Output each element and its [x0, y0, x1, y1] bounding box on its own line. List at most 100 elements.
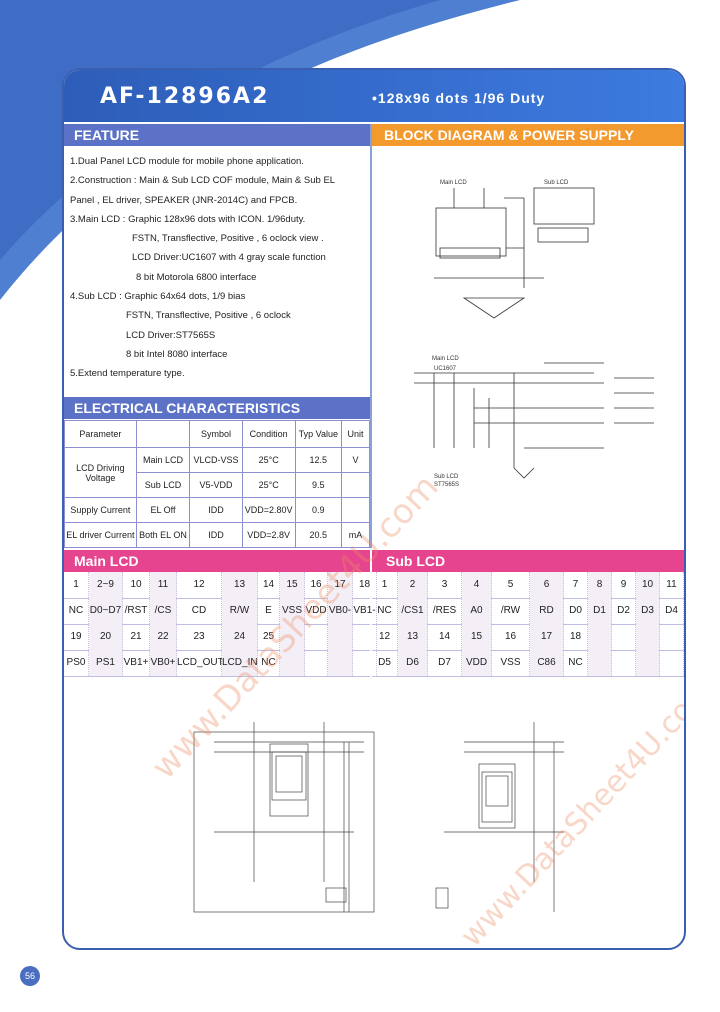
- sub-lcd-pin-name: [636, 650, 660, 676]
- sub-lcd-pin-number: 12: [372, 624, 398, 650]
- main-lcd-pin-name: VB0+: [150, 650, 177, 676]
- ec-typ: 20.5: [294, 522, 343, 548]
- sub-lcd-pin-number: 8: [588, 572, 612, 598]
- sub-lcd-pin-name: D5: [372, 650, 398, 676]
- sub-lcd-pin-name: [660, 650, 684, 676]
- sub-lcd-pin-number: 1: [372, 572, 398, 598]
- main-lcd-pin-name: /CS: [150, 598, 177, 624]
- ec-header: Unit: [341, 420, 370, 448]
- block-diagram-drawing: Main LCD Sub LCD Main LCD UC1607 Sub LCD…: [414, 180, 654, 488]
- block-label-st7565: ST7565S: [434, 482, 459, 488]
- sub-lcd-pin-name: /CS1: [398, 598, 428, 624]
- ec-header: [135, 420, 191, 448]
- main-lcd-pin-name: VB1-: [353, 598, 377, 624]
- sub-lcd-pin-number: [612, 624, 636, 650]
- main-lcd-pin-name: VSS: [280, 598, 305, 624]
- ec-symbol: IDD: [189, 522, 243, 548]
- ec-header: Parameter: [64, 420, 137, 448]
- main-lcd-pin-name: [280, 650, 305, 676]
- sub-lcd-pin-number: 15: [462, 624, 492, 650]
- sub-lcd-pin-name: NC: [564, 650, 588, 676]
- ec-condition: VDD=2.80V: [241, 497, 296, 523]
- main-lcd-pin-number: 10: [123, 572, 150, 598]
- main-lcd-pin-name: PS0: [64, 650, 89, 676]
- main-lcd-pin-number: 25: [258, 624, 280, 650]
- ec-typ: 9.5: [294, 472, 343, 498]
- sub-lcd-pin-number: [588, 624, 612, 650]
- feature-line: 8 bit Motorola 6800 interface: [136, 271, 257, 283]
- feature-line: LCD Driver:UC1607 with 4 gray scale func…: [132, 252, 326, 264]
- main-lcd-pin-number: 2~9: [89, 572, 123, 598]
- main-lcd-pin-number: 18: [353, 572, 377, 598]
- electrical-heading: ELECTRICAL CHARACTERISTICS: [64, 397, 370, 419]
- ec-typ: 12.5: [294, 447, 343, 473]
- product-title: AF-12896A2: [100, 84, 270, 109]
- main-lcd-pin-name: D0~D7: [89, 598, 123, 624]
- ec-header: Symbol: [189, 420, 243, 448]
- main-lcd-pin-name: R/W: [222, 598, 258, 624]
- feature-line: 3.Main LCD : Graphic 128x96 dots with IC…: [70, 213, 306, 225]
- main-lcd-pin-number: [280, 624, 305, 650]
- main-lcd-pin-name: E: [258, 598, 280, 624]
- block-label-uc1607: UC1607: [434, 366, 457, 372]
- mechanical-drawing: [193, 722, 564, 913]
- block-label-main2: Main LCD: [432, 356, 459, 362]
- title-header: AF-12896A2 •128x96 dots 1/96 Duty: [64, 70, 684, 122]
- ec-sub: Both EL ON: [135, 522, 191, 548]
- sub-lcd-pin-name: [588, 650, 612, 676]
- feature-list: 1.Dual Panel LCD module for mobile phone…: [70, 152, 368, 384]
- ec-condition: 25°C: [241, 472, 296, 498]
- sub-lcd-pin-name: D3: [636, 598, 660, 624]
- feature-line: 1.Dual Panel LCD module for mobile phone…: [70, 156, 304, 167]
- main-lcd-pin-number: 21: [123, 624, 150, 650]
- main-lcd-pin-number: 19: [64, 624, 89, 650]
- main-lcd-pin-number: 16: [305, 572, 328, 598]
- main-lcd-pin-name: VB1+: [123, 650, 150, 676]
- ec-unit: V: [341, 447, 370, 473]
- sub-lcd-pin-name: D0: [564, 598, 588, 624]
- main-lcd-pin-name: NC: [64, 598, 89, 624]
- ec-sub: EL Off: [135, 497, 191, 523]
- sub-lcd-pin-name: VSS: [492, 650, 530, 676]
- ec-param: Supply Current: [64, 497, 137, 523]
- product-subtitle: •128x96 dots 1/96 Duty: [372, 90, 546, 106]
- sub-lcd-pin-name: D7: [428, 650, 462, 676]
- main-lcd-pin-name: /RST: [123, 598, 150, 624]
- main-lcd-pin-name: LCD_IN: [222, 650, 258, 676]
- ec-unit: mA: [341, 522, 370, 548]
- main-lcd-pin-name: [328, 650, 353, 676]
- sub-lcd-pin-number: 3: [428, 572, 462, 598]
- main-lcd-pin-number: 22: [150, 624, 177, 650]
- sub-lcd-pin-name: /RW: [492, 598, 530, 624]
- sub-lcd-pin-number: 7: [564, 572, 588, 598]
- column-divider: [370, 124, 372, 548]
- sub-lcd-pin-name: D4: [660, 598, 684, 624]
- sub-lcd-pin-number: 14: [428, 624, 462, 650]
- main-lcd-pin-name: VDD: [305, 598, 328, 624]
- main-lcd-pin-number: 12: [177, 572, 222, 598]
- ec-symbol: IDD: [189, 497, 243, 523]
- sub-lcd-pin-number: [636, 624, 660, 650]
- page-number: 56: [20, 966, 40, 986]
- sub-lcd-pin-name: RD: [530, 598, 564, 624]
- main-lcd-pin-number: 11: [150, 572, 177, 598]
- main-lcd-pin-number: 15: [280, 572, 305, 598]
- ec-unit: [341, 472, 370, 498]
- sub-lcd-pin-name: A0: [462, 598, 492, 624]
- feature-line: 2.Construction : Main & Sub LCD COF modu…: [70, 175, 336, 187]
- sub-lcd-pin-number: 10: [636, 572, 660, 598]
- block-label-sub: Sub LCD: [544, 180, 569, 186]
- ec-header: Condition: [241, 420, 296, 448]
- main-lcd-pin-number: 17: [328, 572, 353, 598]
- ec-header: Typ Value: [294, 420, 343, 448]
- ec-symbol: V5-VDD: [189, 472, 243, 498]
- sub-lcd-pin-number: 6: [530, 572, 564, 598]
- sub-lcd-heading: Sub LCD: [372, 550, 684, 572]
- main-lcd-pin-name: CD: [177, 598, 222, 624]
- sub-lcd-pin-number: 4: [462, 572, 492, 598]
